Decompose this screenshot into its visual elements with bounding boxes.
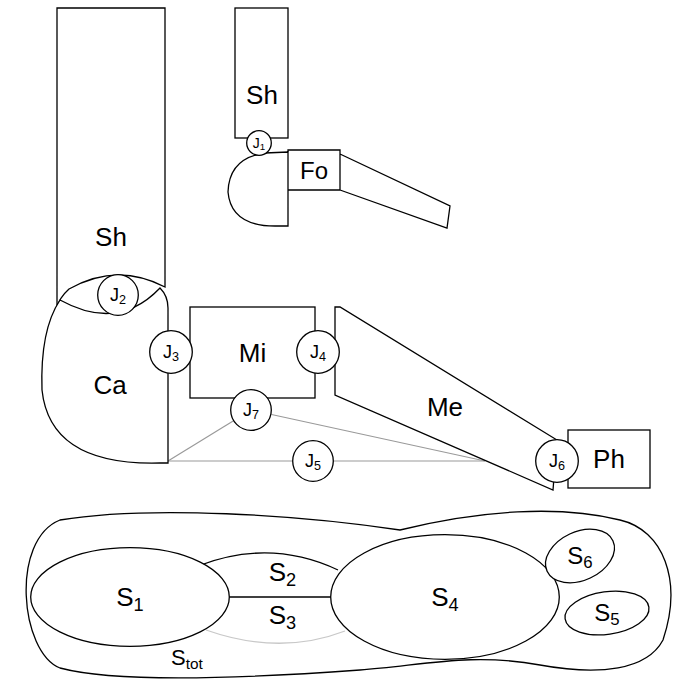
subscript: 1 xyxy=(134,595,144,615)
subscript: 4 xyxy=(319,350,326,364)
subscript: tot xyxy=(186,655,203,672)
subscript: 3 xyxy=(286,613,296,633)
joint-circle: J3 xyxy=(149,330,193,374)
joint-label: J3 xyxy=(163,343,179,361)
joint-circle: J6 xyxy=(535,439,579,483)
segment-box: Sh xyxy=(235,8,288,138)
subscript: 7 xyxy=(252,408,259,422)
segment-label: S3 xyxy=(269,602,296,628)
segment-label: Fo xyxy=(300,159,328,183)
joint-label: J5 xyxy=(305,452,321,470)
joint-circle-line xyxy=(231,390,272,431)
segment-box-line xyxy=(228,150,450,228)
subscript: 5 xyxy=(314,459,321,473)
joint-axis-line xyxy=(334,460,485,461)
region-boundary xyxy=(206,630,345,643)
foot-outline: Stot S1 S2S3 S4 S6S5 xyxy=(15,500,680,690)
segment-label: Ph xyxy=(593,446,625,472)
region-ellipse-line xyxy=(31,548,230,647)
subscript: 1 xyxy=(260,141,265,152)
segment-label: Mi xyxy=(239,340,266,366)
joint-circle-line xyxy=(98,275,139,316)
joint-circle: J2 xyxy=(97,274,139,316)
joint-circle: J1 xyxy=(246,130,272,156)
segment-box-line xyxy=(42,288,168,463)
region-ellipse: S5 xyxy=(564,591,650,635)
segment-label: S1 xyxy=(116,584,143,610)
segment-box-line xyxy=(235,8,288,138)
joint-label: J6 xyxy=(549,452,565,470)
joint-circle: J5 xyxy=(292,440,334,482)
joint-circle: J4 xyxy=(296,330,340,374)
joint-label: J1 xyxy=(253,136,265,150)
subscript: 2 xyxy=(119,293,126,307)
subscript: 6 xyxy=(583,553,592,572)
region-ellipse-line xyxy=(562,586,652,640)
segment-label: S2 xyxy=(269,559,296,585)
region-band: S3 xyxy=(235,599,330,631)
joint-circle-line xyxy=(536,440,579,483)
segment-label: Sh xyxy=(95,224,127,250)
segment-label: S6 xyxy=(567,544,592,568)
joint-axis-line xyxy=(168,421,233,461)
joint-circle-line xyxy=(247,131,272,156)
region-ellipse: S6 xyxy=(543,531,617,581)
joint-circle-line xyxy=(150,331,193,374)
segment-box-line xyxy=(335,307,557,490)
joint-label: J7 xyxy=(243,401,259,419)
region-boundary xyxy=(198,553,338,570)
subscript: 3 xyxy=(172,350,179,364)
segment-box-outline xyxy=(235,8,288,138)
segment-box: Fo xyxy=(225,150,450,230)
region-ellipse-line xyxy=(331,535,560,660)
region-band: S2 xyxy=(235,550,330,594)
region-ellipse: S1 xyxy=(30,547,230,647)
segment-label: Sh xyxy=(246,82,278,108)
joint-label: J4 xyxy=(310,343,326,361)
joint-circle-line xyxy=(293,441,334,482)
segment-box: Me xyxy=(335,307,560,492)
subscript: 5 xyxy=(610,610,619,629)
segment-box-line xyxy=(568,430,650,488)
region-ellipse-line xyxy=(537,519,623,594)
segment-box-outline xyxy=(225,150,450,230)
subscript: 6 xyxy=(558,459,565,473)
joint-axis-line xyxy=(168,460,292,461)
segment-label: Me xyxy=(427,394,463,420)
region-boundary xyxy=(229,596,331,597)
joint-circle: J7 xyxy=(230,389,272,431)
subscript: 2 xyxy=(286,570,296,590)
segment-label: S5 xyxy=(594,601,619,625)
segment-box: Sh xyxy=(57,8,165,308)
segment-label: Stot xyxy=(171,647,203,669)
joint-circle-line xyxy=(297,331,340,374)
segment-box-line xyxy=(57,8,165,308)
foot-outline-line xyxy=(26,511,671,678)
segment-label: Ca xyxy=(93,372,126,398)
joint-label: J2 xyxy=(110,286,126,304)
region-ellipse: S4 xyxy=(330,534,560,660)
segment-box-outline xyxy=(57,8,165,308)
segment-box: Ph xyxy=(568,430,650,488)
segment-label: S4 xyxy=(431,584,458,610)
subscript: 4 xyxy=(449,595,459,615)
